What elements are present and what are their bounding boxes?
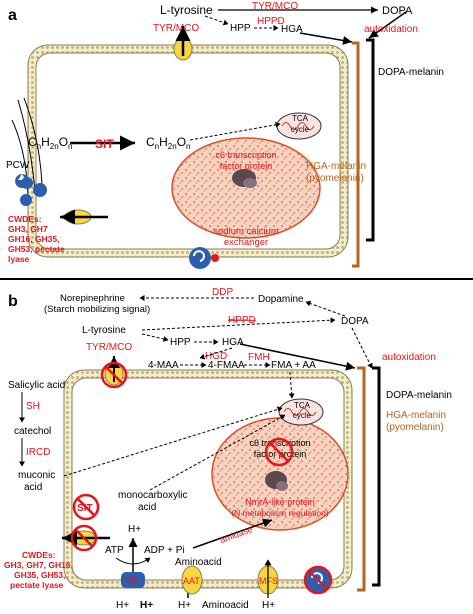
dopa-melanin-b: DOPA-melanin <box>386 390 452 401</box>
dopa-melanin-bracket-a <box>366 38 375 242</box>
fmh-b: FMH <box>248 352 270 363</box>
mitochondrion-icon <box>276 112 322 140</box>
nmra-b-line1: NmrA-like protein <box>245 497 315 507</box>
h-top-b: H+ <box>128 524 141 535</box>
exchanger-a-line2: exchanger <box>224 237 268 248</box>
secretion-channel-b <box>62 524 110 552</box>
cwdes-a-line1: CWDEs: <box>8 214 42 224</box>
aat-channel-b: AAT <box>181 565 203 595</box>
tyr-mco-top-a: TYR/MCO <box>252 1 298 12</box>
hppd-b: HPPD <box>228 315 256 326</box>
hga-a: HGA <box>281 24 303 35</box>
tyr-mco-left-a: TYR/MCO <box>153 23 199 34</box>
no-sign-icon <box>264 437 294 467</box>
cycle-label-a: cycle <box>291 125 310 134</box>
ddp-b: DDP <box>212 287 233 298</box>
nmra-b-line2: (N metabolism regulation) <box>231 508 328 518</box>
hga-melanin-bracket-a <box>352 41 360 268</box>
ircd-b: IRCD <box>26 447 50 458</box>
tyr-mco-b: TYR/MCO <box>86 342 132 353</box>
h-bottom-2: H+ <box>140 600 153 611</box>
cwdes-a-line3: GH16, GH35, <box>8 234 60 244</box>
c6-protein-b-line1: c6 transcription <box>249 438 310 448</box>
hga-melanin-b: HGA-melanin <box>386 410 446 421</box>
cwdes-a-line4: GH53, pectate <box>8 244 65 254</box>
sh-b: SH <box>26 401 40 412</box>
dopa-a: DOPA <box>382 5 413 17</box>
starch-signal-b: (Starch mobilizing signal) <box>44 304 150 315</box>
pyomelanin-a: (pyomelanin) <box>306 173 364 184</box>
cwdes-list-b: CWDEs: GH3, GH7, GH16, GH35, GH53, pecta… <box>4 550 73 590</box>
sit-label-a: SIT <box>95 137 114 151</box>
atpase-pump-icon: PM <box>121 572 145 588</box>
panel-b-label: b <box>8 293 18 310</box>
pyomelanin-b: (pyomelanin) <box>386 422 444 433</box>
cwdes-a-line2: GH3, GH7 <box>8 224 48 234</box>
cwdes-list-a: CWDEs: GH3, GH7 GH16, GH35, GH53, pectat… <box>8 214 65 264</box>
autoxidation-a: autoxidation <box>364 24 418 35</box>
sit-blocked-b: SIT <box>72 493 100 521</box>
pcw-label-a: PCW <box>6 160 30 171</box>
aminoacid-out-b: Aminoacid <box>202 600 249 611</box>
aat-label-b: AAT <box>183 576 200 586</box>
hga-melanin-a: HGA-melanin <box>306 161 366 172</box>
pm-label-b: PM <box>126 577 138 586</box>
catechol-b: catechol <box>14 426 51 437</box>
c6-protein-a-line2: factor protein <box>220 161 273 171</box>
c6-protein-a-line1: c6 transcription <box>215 150 276 160</box>
monocarboxylic-b-line1: monocarboxylic <box>118 490 187 501</box>
cwdes-b-line2: GH3, GH7, GH16, <box>4 560 73 570</box>
l-tyrosine-b: L-tyrosine <box>82 325 126 336</box>
exchanger-icon-b <box>303 565 333 595</box>
secretion-channel-a <box>60 209 108 225</box>
tyrosine-channel-a <box>173 26 193 61</box>
cwdes-b-line3: GH35, GH53, <box>14 570 66 580</box>
hgd-b: HGD <box>205 351 227 362</box>
cwdes-a-line5: lyase <box>8 254 30 264</box>
muconic-b-line2: acid <box>24 482 42 493</box>
dopamine-b: Dopamine <box>258 294 304 305</box>
hpp-b: HPP <box>170 337 191 348</box>
hpp-a: HPP <box>230 23 251 34</box>
hga-melanin-bracket-b <box>357 366 366 592</box>
norepinephrine-b: Norepinephrine <box>60 293 125 304</box>
cwdes-b-line1: CWDEs: <box>22 550 56 560</box>
l-tyrosine-a: L-tyrosine <box>160 3 213 17</box>
tyrosine-channel-b <box>100 356 128 389</box>
aminoacid-in-b: Aminoacid <box>175 557 222 568</box>
exchanger-a-line1: sodium calcium <box>213 226 279 237</box>
h-bottom-4: H+ <box>262 600 275 611</box>
autoxidation-b: autoxidation <box>382 352 436 363</box>
fma-aa-b: FMA + AA <box>271 360 316 371</box>
cycle-label-b: cycle <box>293 411 312 420</box>
panel-a-label: a <box>8 7 17 24</box>
h-bottom-1: H+ <box>116 600 129 611</box>
salicylic-acid-b: Salicylic acid <box>8 380 65 391</box>
adp-pi-b: ADP + Pi <box>144 545 185 556</box>
panel-a: a c6 transcription factor protein TCA cy… <box>6 1 444 269</box>
dopa-melanin-bracket-b <box>372 366 381 587</box>
atp-b: ATP <box>105 545 124 556</box>
dopa-melanin-a: DOPA-melanin <box>378 67 444 78</box>
maa-b: 4-MAA <box>148 360 179 371</box>
tca-label-a: TCA <box>292 114 309 123</box>
nucleus-icon <box>171 137 321 239</box>
h-bottom-3: H+ <box>178 600 191 611</box>
dopa-b: DOPA <box>341 316 369 327</box>
hppd-a: HPPD <box>257 16 285 27</box>
panel-b: b c6 transcription factor protein NmrA-l… <box>4 287 452 611</box>
exchanger-icon <box>189 247 219 269</box>
cwde-enzyme-icon <box>15 174 47 206</box>
sit-label-b: SIT <box>77 503 93 514</box>
cwdes-b-line4: pectate lyase <box>10 580 64 590</box>
muconic-b-line1: muconic <box>18 470 55 481</box>
monocarboxylic-b-line2: acid <box>138 502 156 513</box>
mfs-channel-b: MFS <box>257 559 279 598</box>
fmaa-b: 4-FMAA <box>208 360 245 371</box>
tca-label-b: TCA <box>294 401 311 410</box>
hga-b: HGA <box>222 337 244 348</box>
